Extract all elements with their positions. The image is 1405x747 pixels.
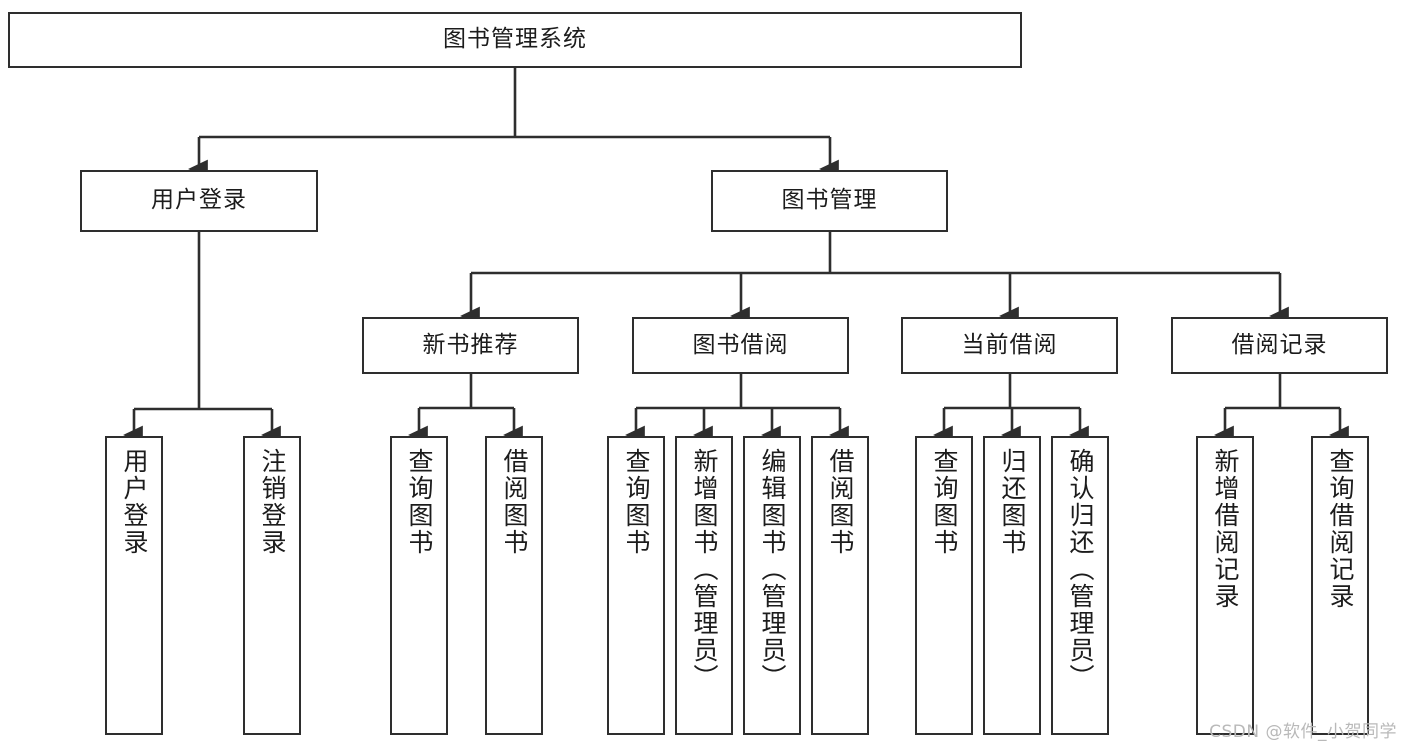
leaf-query-book-current[interactable]: 查询图书 (915, 436, 973, 735)
node-label: 归还图书 (998, 448, 1027, 556)
node-label: 借阅图书 (826, 448, 855, 556)
leaf-edit-book-admin[interactable]: 编辑图书（管理员） (743, 436, 801, 735)
node-label: 新增图书（管理员） (690, 448, 719, 691)
node-label: 图书管理 (781, 187, 878, 214)
node-label: 借阅记录 (1231, 331, 1328, 358)
node-current-borrow[interactable]: 当前借阅 (901, 317, 1118, 374)
leaf-query-book[interactable]: 查询图书 (607, 436, 665, 735)
node-label: 当前借阅 (961, 331, 1058, 358)
node-label: 查询图书 (622, 448, 651, 556)
node-book-borrow[interactable]: 图书借阅 (632, 317, 849, 374)
leaf-add-borrow-record[interactable]: 新增借阅记录 (1196, 436, 1254, 735)
leaf-borrow-book[interactable]: 借阅图书 (811, 436, 869, 735)
node-label: 编辑图书（管理员） (758, 448, 787, 691)
node-label: 图书借阅 (692, 331, 789, 358)
node-label: 图书管理系统 (443, 26, 587, 53)
leaf-query-book-recommend[interactable]: 查询图书 (390, 436, 448, 735)
node-user-login[interactable]: 用户登录 (80, 170, 318, 232)
leaf-query-borrow-record[interactable]: 查询借阅记录 (1311, 436, 1369, 735)
leaf-logout[interactable]: 注销登录 (243, 436, 301, 735)
node-label: 注销登录 (258, 448, 287, 556)
leaf-add-book-admin[interactable]: 新增图书（管理员） (675, 436, 733, 735)
node-label: 确认归还（管理员） (1066, 448, 1095, 691)
node-label: 借阅图书 (500, 448, 529, 556)
node-label: 新书推荐 (422, 331, 519, 358)
node-book-management[interactable]: 图书管理 (711, 170, 948, 232)
node-borrow-record[interactable]: 借阅记录 (1171, 317, 1388, 374)
node-label: 用户登录 (151, 187, 247, 214)
leaf-return-book[interactable]: 归还图书 (983, 436, 1041, 735)
node-label: 新增借阅记录 (1211, 448, 1240, 610)
node-label: 用户登录 (120, 448, 149, 556)
node-label: 查询借阅记录 (1326, 448, 1355, 610)
node-label: 查询图书 (405, 448, 434, 556)
leaf-borrow-book-recommend[interactable]: 借阅图书 (485, 436, 543, 735)
leaf-confirm-return-admin[interactable]: 确认归还（管理员） (1051, 436, 1109, 735)
node-label: 查询图书 (930, 448, 959, 556)
node-root[interactable]: 图书管理系统 (8, 12, 1022, 68)
node-new-book-recommend[interactable]: 新书推荐 (362, 317, 579, 374)
leaf-user-login[interactable]: 用户登录 (105, 436, 163, 735)
edge-paths (123, 68, 1349, 445)
